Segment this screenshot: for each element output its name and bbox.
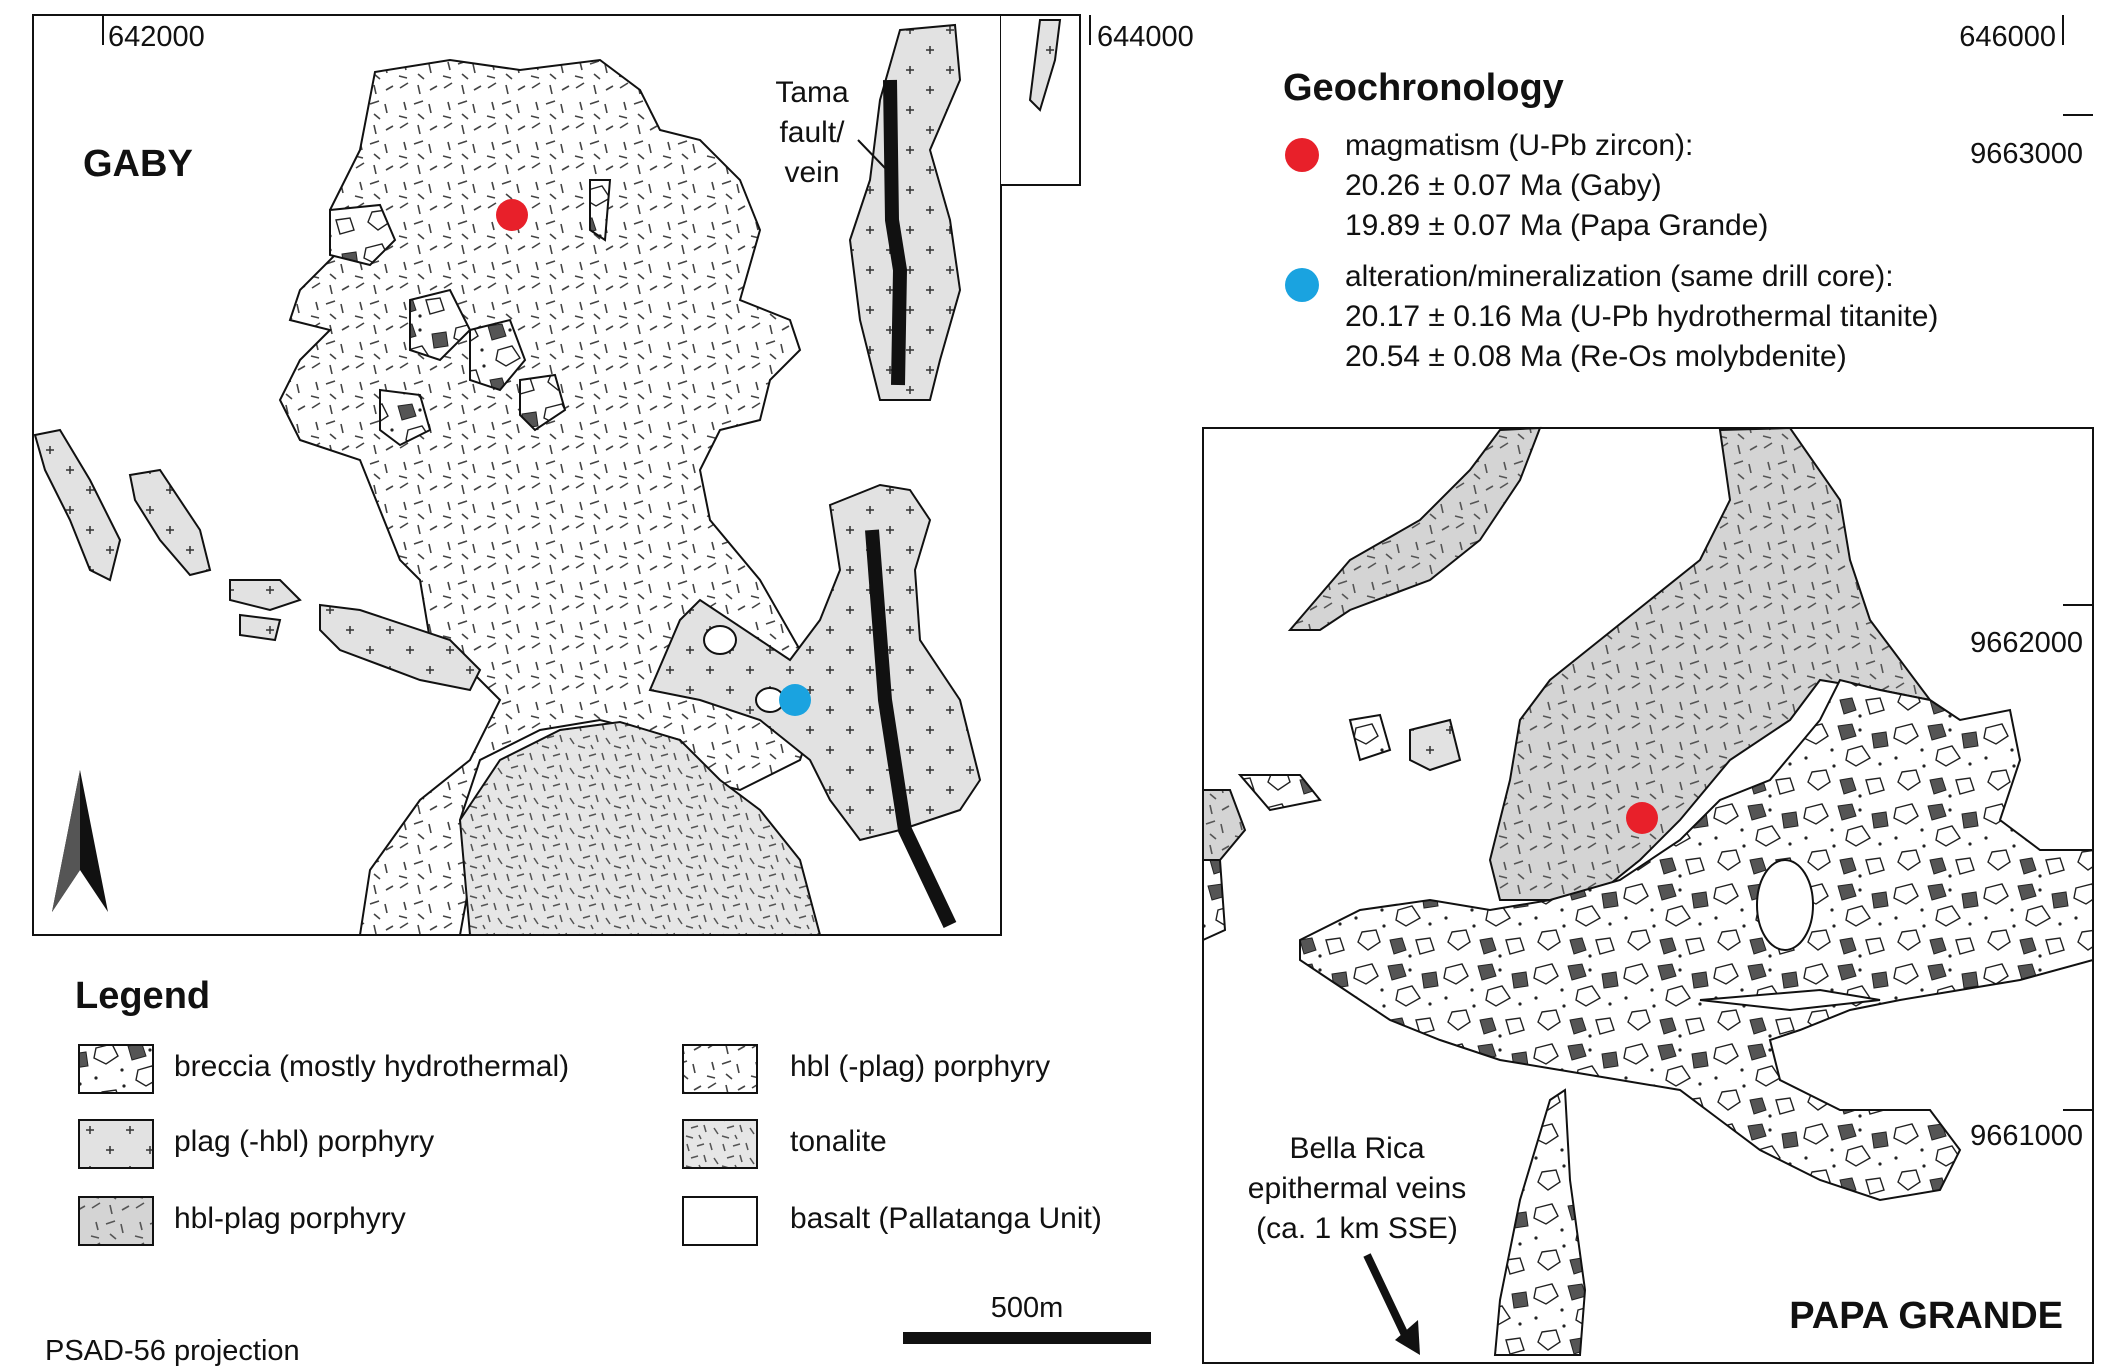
coord-y-9661000: 9661000 — [1970, 1120, 2083, 1152]
papa-grande-title: PAPA GRANDE — [1789, 1295, 2063, 1337]
scale-bar-label: 500m — [991, 1292, 1064, 1324]
scale-bar — [903, 1332, 1151, 1344]
tama-label-3: vein — [784, 156, 839, 189]
tama-label-1: Tama — [775, 76, 849, 109]
geochron-line-4: alteration/mineralization (same drill co… — [1345, 260, 1894, 293]
breccia-south-tongue — [1493, 1088, 1587, 1356]
alteration-legend-dot — [1285, 268, 1319, 302]
legend-label-hblplag: hbl-plag porphyry — [174, 1202, 406, 1235]
legend-label-plag: plag (-hbl) porphyry — [174, 1125, 434, 1158]
legend-label-breccia: breccia (mostly hydrothermal) — [174, 1050, 569, 1083]
legend-title: Legend — [75, 975, 210, 1017]
geochron-line-3: 19.89 ± 0.07 Ma (Papa Grande) — [1345, 209, 1768, 242]
plag-porphyry-north — [848, 23, 962, 401]
geochron-line-2: 20.26 ± 0.07 Ma (Gaby) — [1345, 169, 1662, 202]
geochronology-box: Geochronology magmatism (U-Pb zircon): 2… — [1283, 67, 1938, 373]
papa-grande-panel — [1202, 15, 2094, 1364]
geochron-line-5: 20.17 ± 0.16 Ma (U-Pb hydrothermal titan… — [1345, 300, 1938, 333]
legend-swatch-breccia — [78, 1044, 154, 1094]
gaby-alteration-dot — [779, 684, 811, 716]
papa-magmatism-dot — [1626, 802, 1658, 834]
magmatism-legend-dot — [1285, 138, 1319, 172]
legend-swatch-basalt — [682, 1196, 758, 1246]
legend-label-tonalite: tonalite — [790, 1125, 887, 1158]
tama-fault-north — [883, 79, 908, 386]
geochron-line-6: 20.54 ± 0.08 Ma (Re-Os molybdenite) — [1345, 340, 1847, 373]
projection-label: PSAD-56 projection — [45, 1335, 300, 1367]
bella-rica-label-1: Bella Rica — [1289, 1132, 1424, 1165]
coord-y-9662000: 9662000 — [1970, 627, 2083, 659]
geochron-line-1: magmatism (U-Pb zircon): — [1345, 129, 1693, 162]
coord-x-642000: 642000 — [108, 21, 205, 53]
gaby-title: GABY — [83, 143, 193, 185]
hbl-plag-porphyry-west — [1287, 426, 1542, 631]
coord-x-644000: 644000 — [1097, 21, 1194, 53]
tama-label-2: fault/ — [779, 116, 845, 149]
bella-rica-label-2: epithermal veins — [1248, 1172, 1466, 1205]
legend: Legend breccia (mostly hydrothermal) pla… — [75, 975, 1102, 1246]
hbl-plag-porphyry-main — [1488, 426, 1933, 901]
gaby-panel — [32, 14, 1091, 936]
coord-x-646000: 646000 — [1959, 21, 2056, 53]
bella-rica-label-3: (ca. 1 km SSE) — [1256, 1212, 1458, 1245]
legend-label-basalt: basalt (Pallatanga Unit) — [790, 1202, 1102, 1235]
tonalite-body — [458, 720, 822, 936]
breccia-main — [1299, 678, 2094, 1202]
geochronology-title: Geochronology — [1283, 67, 1564, 109]
legend-swatch-plag — [78, 1119, 154, 1169]
legend-swatch-hblplag — [78, 1196, 154, 1246]
coord-y-9663000: 9663000 — [1970, 138, 2083, 170]
legend-swatch-hbl — [682, 1044, 758, 1094]
gaby-magmatism-dot — [496, 199, 528, 231]
legend-label-hbl: hbl (-plag) porphyry — [790, 1050, 1050, 1083]
hbl-porphyry-body — [278, 58, 822, 936]
legend-swatch-tonalite — [682, 1119, 758, 1169]
bella-rica-arrow-icon — [1363, 1253, 1409, 1337]
tama-fault-south — [865, 529, 957, 928]
